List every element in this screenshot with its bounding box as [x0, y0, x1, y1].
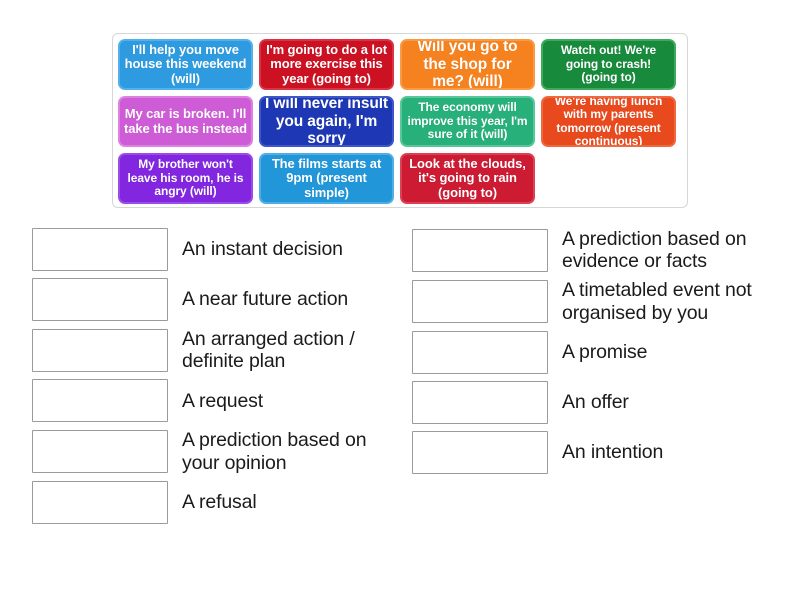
tile-text: The films starts at 9pm (present simple)	[271, 155, 382, 200]
match-row: An offer	[412, 380, 782, 424]
match-row: A promise	[412, 330, 782, 374]
tile-row: My car is broken. I'll take the bus inst…	[118, 96, 683, 147]
draggable-tile[interactable]: My brother won't leave his room, he is a…	[118, 153, 253, 204]
match-label: A prediction based on your opinion	[182, 429, 367, 474]
tile-slot-empty	[541, 153, 676, 204]
match-label: A promise	[562, 341, 648, 364]
tile-row: I'll help you move house this weekend (w…	[118, 39, 683, 90]
drop-target[interactable]	[412, 228, 548, 272]
match-column-left: An instant decision A near future action…	[32, 228, 392, 531]
drop-target[interactable]	[32, 430, 168, 474]
draggable-tile[interactable]: My car is broken. I'll take the bus inst…	[118, 96, 253, 147]
match-row: An arranged action / definite plan	[32, 328, 392, 372]
drop-target[interactable]	[32, 379, 168, 423]
draggable-tile[interactable]: The economy will improve this year, I'm …	[400, 96, 535, 147]
tile-row: My brother won't leave his room, he is a…	[118, 153, 683, 204]
match-row: A near future action	[32, 278, 392, 321]
draggable-tile[interactable]: Watch out! We're going to crash! (going …	[541, 39, 676, 90]
draggable-tile[interactable]: Look at the clouds, it's going to rain (…	[400, 153, 535, 204]
match-label: A request	[182, 389, 264, 412]
match-label: A timetabled event not organised by you	[562, 279, 752, 324]
draggable-tile[interactable]: I'm going to do a lot more exercise this…	[259, 39, 394, 90]
drop-target[interactable]	[412, 330, 548, 374]
tile-text: I'm going to do a lot more exercise this…	[266, 41, 387, 86]
match-label: An arranged action / definite plan	[182, 328, 355, 373]
draggable-tile[interactable]: I'll help you move house this weekend (w…	[118, 39, 253, 90]
match-row: A timetabled event not organised by you	[412, 279, 782, 324]
tile-text: Will you go to the shop for me? (will)	[417, 39, 518, 90]
draggable-tile[interactable]: The films starts at 9pm (present simple)	[259, 153, 394, 204]
match-label: A near future action	[182, 288, 349, 311]
match-row: An intention	[412, 430, 782, 474]
match-label: An intention	[562, 441, 664, 464]
tile-text: Look at the clouds, it's going to rain (…	[409, 155, 526, 200]
match-row: A prediction based on evidence or facts	[412, 228, 782, 272]
match-label: An offer	[562, 391, 629, 414]
tile-text: I will never insult you again, I'm sorry	[265, 96, 388, 147]
tile-text: My brother won't leave his room, he is a…	[127, 157, 244, 199]
tile-text: My car is broken. I'll take the bus inst…	[124, 105, 247, 136]
drop-target[interactable]	[32, 278, 168, 321]
drop-target[interactable]	[412, 380, 548, 424]
tile-text: The economy will improve this year, I'm …	[407, 100, 528, 142]
drop-target[interactable]	[412, 430, 548, 474]
match-row: A refusal	[32, 480, 392, 524]
match-label: An instant decision	[182, 238, 343, 261]
tile-text: Watch out! We're going to crash! (going …	[560, 43, 657, 85]
match-row: An instant decision	[32, 228, 392, 271]
drop-target[interactable]	[32, 480, 168, 524]
match-row: A request	[32, 379, 392, 423]
match-label: A prediction based on evidence or facts	[562, 228, 747, 273]
draggable-tile[interactable]: I will never insult you again, I'm sorry	[259, 96, 394, 147]
tile-text: We're having lunch with my parents tomor…	[554, 96, 663, 147]
answer-tile-bank: I'll help you move house this weekend (w…	[112, 33, 688, 208]
match-label: A refusal	[182, 491, 257, 514]
drop-target[interactable]	[32, 228, 168, 271]
draggable-tile[interactable]: We're having lunch with my parents tomor…	[541, 96, 676, 147]
drop-target[interactable]	[32, 328, 168, 372]
match-row: A prediction based on your opinion	[32, 429, 392, 474]
drop-target[interactable]	[412, 280, 548, 324]
draggable-tile[interactable]: Will you go to the shop for me? (will)	[400, 39, 535, 90]
tile-text: I'll help you move house this weekend (w…	[124, 41, 247, 86]
match-column-right: A prediction based on evidence or facts …	[412, 228, 782, 481]
